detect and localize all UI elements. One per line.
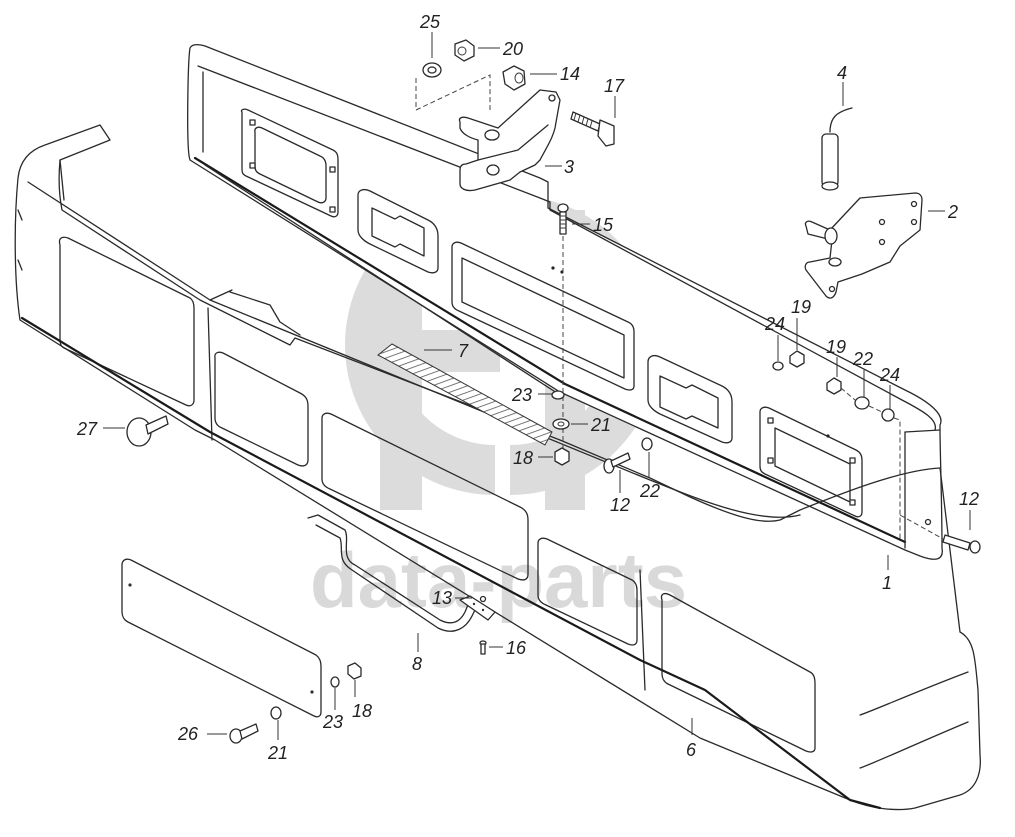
label-part-13: 13: [432, 588, 452, 608]
label-part-19: 19: [791, 297, 811, 317]
part-3-left-bracket: [458, 89, 561, 192]
part-2-right-bracket: [804, 192, 923, 299]
screw-16: [479, 640, 487, 655]
label-part-20: 20: [502, 39, 523, 59]
label-part-12: 12: [959, 489, 979, 509]
nut-14: [502, 65, 526, 91]
leader-lines: [103, 32, 971, 740]
washer-23: [551, 390, 565, 400]
nut-20: [454, 39, 475, 62]
label-part-19: 19: [826, 337, 846, 357]
callout-labels: 25 20 14 17 3 4 2 15 7 23 21 18 12 22 24…: [76, 12, 979, 763]
nut-19-lower: [826, 377, 842, 395]
washer-21: [552, 418, 570, 430]
bolt-12-right: [899, 514, 981, 554]
part-6-bumper-cover: [14, 124, 981, 811]
label-part-6: 6: [686, 740, 697, 760]
label-part-27: 27: [76, 419, 98, 439]
label-part-17: 17: [604, 76, 625, 96]
rivet-27: [126, 415, 169, 447]
part-7-reflective-strip: [377, 343, 553, 446]
watermark-text: data-parts: [310, 536, 687, 624]
stud-15: [557, 203, 569, 455]
nut-19-upper: [789, 350, 805, 368]
label-part-18: 18: [352, 701, 372, 721]
label-part-23: 23: [322, 712, 343, 732]
washer-24-upper: [772, 361, 784, 371]
washer-22-right: [854, 396, 870, 410]
label-part-25: 25: [419, 12, 441, 32]
nut-18-lower: [347, 662, 362, 680]
label-part-22: 22: [639, 481, 660, 501]
label-part-1: 1: [882, 573, 892, 593]
label-part-3: 3: [564, 157, 574, 177]
part-8-plate-holder: [307, 514, 479, 632]
label-part-16: 16: [506, 638, 527, 658]
label-part-2: 2: [947, 202, 958, 222]
nut-18: [554, 447, 570, 466]
bolt-26: [229, 723, 259, 744]
part-4-pin: [821, 107, 853, 191]
bolt-17: [570, 111, 615, 147]
label-part-23: 23: [511, 385, 532, 405]
washer-22-center: [641, 437, 653, 451]
label-part-24: 24: [879, 365, 900, 385]
label-part-22: 22: [852, 349, 873, 369]
washer-21-lower: [270, 706, 282, 720]
fasteners: [126, 39, 981, 744]
part-13-plate-clip: [459, 595, 496, 621]
label-part-26: 26: [177, 724, 199, 744]
label-part-14: 14: [560, 64, 580, 84]
label-part-8: 8: [412, 654, 422, 674]
license-plate-panel: [121, 558, 322, 718]
part-1-steel-beam: [187, 44, 943, 560]
label-part-21: 21: [590, 415, 611, 435]
label-part-21: 21: [267, 743, 288, 763]
label-part-24: 24: [764, 314, 785, 334]
label-part-12: 12: [610, 495, 630, 515]
label-part-4: 4: [837, 63, 847, 83]
washer-23-lower: [330, 676, 340, 688]
label-part-18: 18: [513, 448, 533, 468]
label-part-15: 15: [593, 215, 614, 235]
label-part-7: 7: [458, 341, 469, 361]
bolt-12-center: [603, 452, 631, 474]
washer-24-right: [881, 408, 895, 422]
